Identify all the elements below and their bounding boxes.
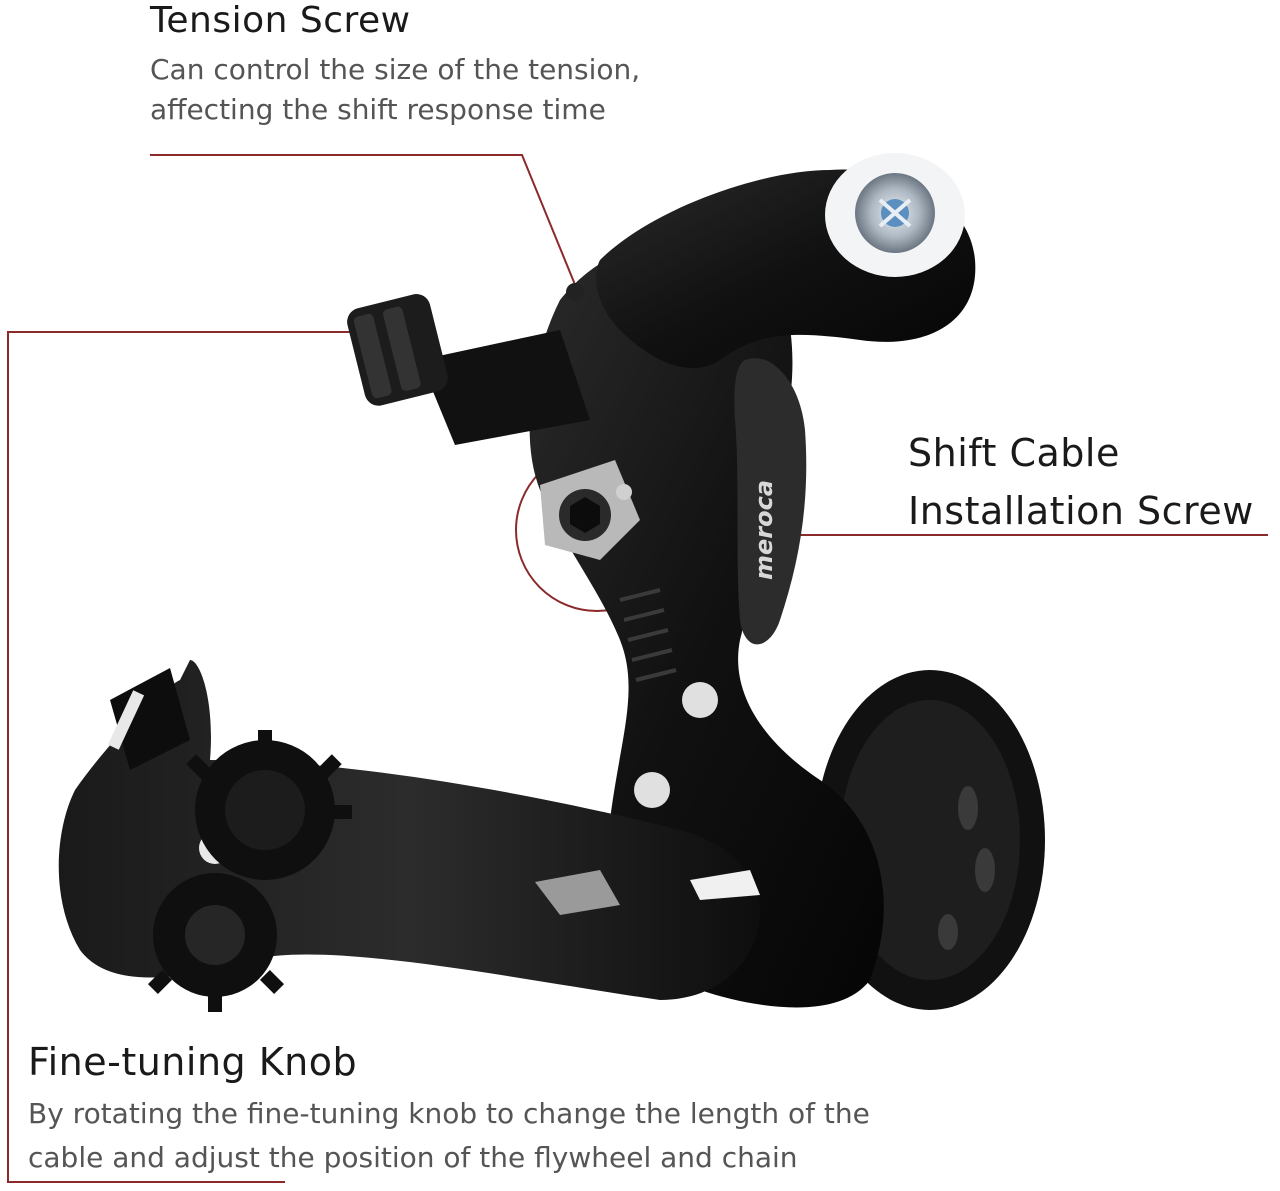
shift-cable-title-line-1: Shift Cable [908, 431, 1120, 475]
tension-screw-description: Can control the size of the tension, aff… [150, 50, 750, 130]
fine-tuning-line-1: By rotating the fine-tuning knob to chan… [28, 1097, 870, 1130]
tension-screw-line-1: Can control the size of the tension, [150, 53, 641, 86]
fine-tuning-line-2: cable and adjust the position of the fly… [28, 1141, 798, 1174]
shift-cable-title-line-2: Installation Screw [908, 489, 1254, 533]
fine-tuning-leader [7, 331, 360, 1183]
fine-tuning-knob [347, 294, 590, 445]
fine-tuning-title: Fine-tuning Knob [28, 1040, 358, 1084]
jockey-wheel-upper [186, 730, 352, 880]
tension-screw-leader [150, 154, 579, 293]
derailleur-body: meroca [529, 237, 884, 1008]
shift-cable-screw [540, 460, 640, 560]
jockey-wheel-lower [147, 873, 285, 1012]
brand-mark: meroca [750, 480, 778, 580]
mounting-arm [566, 153, 976, 369]
fine-tuning-description: By rotating the fine-tuning knob to chan… [28, 1092, 948, 1180]
tension-screw-line-2: affecting the shift response time [150, 93, 606, 126]
tension-screw-title: Tension Screw [150, 0, 411, 41]
shift-cable-title: Shift Cable Installation Screw [908, 424, 1280, 540]
